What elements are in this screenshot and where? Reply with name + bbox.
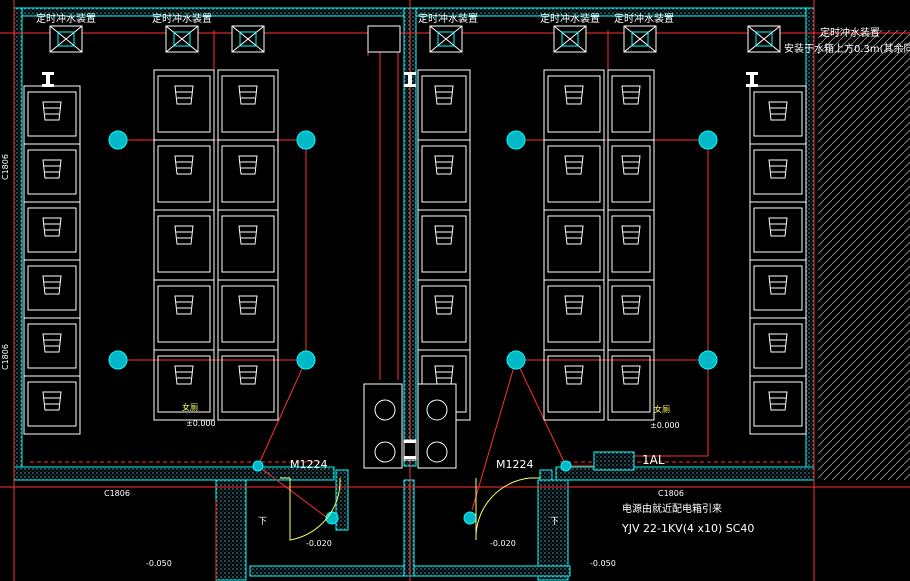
label-flush-device: 定时冲水装置 bbox=[36, 12, 96, 25]
label-elevation: -0.050 bbox=[146, 559, 172, 568]
switch bbox=[252, 460, 264, 472]
annotations: 定时冲水装置 定时冲水装置 定时冲水装置 定时冲水装置 定时冲水装置 定时冲水装… bbox=[1, 12, 910, 568]
lamp bbox=[108, 350, 128, 370]
stall-column bbox=[543, 69, 605, 421]
stall-column bbox=[23, 85, 81, 435]
toilet-stall bbox=[154, 209, 214, 273]
toilet-stall bbox=[608, 349, 654, 413]
flush-tank bbox=[165, 25, 199, 53]
switch bbox=[560, 460, 572, 472]
toilet-stall bbox=[218, 139, 278, 203]
toilet-stall bbox=[418, 69, 470, 133]
label-elevation: ±0.000 bbox=[650, 421, 680, 430]
label-room: 女厕 bbox=[182, 402, 198, 412]
toilet-stall bbox=[24, 85, 80, 137]
washbasins bbox=[363, 383, 457, 469]
label-flush-device: 定时冲水装置 bbox=[820, 26, 880, 39]
flush-tank bbox=[623, 25, 657, 53]
label-elevation: -0.020 bbox=[306, 539, 332, 548]
flush-tank bbox=[553, 25, 587, 53]
walls bbox=[13, 7, 815, 581]
toilet-stall bbox=[544, 349, 604, 413]
lamp bbox=[506, 350, 526, 370]
toilet-stall bbox=[750, 85, 806, 137]
toilet-stalls bbox=[23, 69, 807, 435]
toilet-stall bbox=[154, 279, 214, 343]
toilet-stall bbox=[218, 279, 278, 343]
lamp bbox=[506, 130, 526, 150]
label-elevation: ±0.000 bbox=[186, 419, 216, 428]
lamp bbox=[108, 130, 128, 150]
label-elevation: -0.050 bbox=[590, 559, 616, 568]
label-window: C1806 bbox=[104, 489, 130, 498]
label-stair: 下 bbox=[550, 517, 559, 527]
toilet-stall bbox=[750, 259, 806, 311]
toilet-stall bbox=[608, 279, 654, 343]
distribution-panel bbox=[593, 451, 635, 471]
stall-column bbox=[217, 69, 279, 421]
toilet-stall bbox=[218, 69, 278, 133]
flush-tank bbox=[231, 25, 265, 53]
label-install-note: 安装于水箱上方0.3m(其余同) bbox=[784, 42, 910, 55]
toilet-stall bbox=[24, 201, 80, 253]
flush-tank bbox=[49, 25, 83, 53]
label-window-side: C1806 bbox=[1, 154, 10, 180]
lamp bbox=[698, 350, 718, 370]
toilet-stall bbox=[24, 317, 80, 369]
label-window: C1806 bbox=[658, 489, 684, 498]
toilet-stall bbox=[154, 69, 214, 133]
adjacent-area-hatch bbox=[818, 30, 910, 480]
toilet-stall bbox=[544, 279, 604, 343]
stall-column bbox=[417, 69, 471, 421]
label-flush-device: 定时冲水装置 bbox=[614, 12, 674, 25]
toilet-stall bbox=[24, 375, 80, 427]
column-markers bbox=[42, 72, 758, 459]
toilet-stall bbox=[418, 279, 470, 343]
doors bbox=[280, 477, 540, 541]
toilet-stall bbox=[544, 69, 604, 133]
toilet-stall bbox=[750, 201, 806, 253]
lamp bbox=[296, 130, 316, 150]
toilet-stall bbox=[418, 209, 470, 273]
toilet-stall bbox=[218, 209, 278, 273]
label-window-side: C1806 bbox=[1, 344, 10, 370]
flush-tank bbox=[747, 25, 781, 53]
label-power-note: 电源由就近配电箱引来 bbox=[622, 502, 722, 515]
toilet-stall bbox=[750, 143, 806, 195]
label-flush-device: 定时冲水装置 bbox=[152, 12, 212, 25]
flush-tank bbox=[429, 25, 463, 53]
toilet-stall bbox=[750, 317, 806, 369]
stall-column bbox=[153, 69, 215, 421]
stall-column bbox=[749, 85, 807, 435]
lamp bbox=[698, 130, 718, 150]
toilet-stall bbox=[544, 139, 604, 203]
label-door: M1224 bbox=[290, 458, 328, 471]
toilet-stall bbox=[544, 209, 604, 273]
label-cable-spec: YJV 22-1KV(4 x10) SC40 bbox=[621, 522, 754, 535]
flush-tanks bbox=[49, 25, 781, 53]
label-flush-device: 定时冲水装置 bbox=[540, 12, 600, 25]
label-flush-device: 定时冲水装置 bbox=[418, 12, 478, 25]
toilet-stall bbox=[24, 143, 80, 195]
label-panel: 1AL bbox=[642, 453, 665, 467]
toilet-stall bbox=[154, 139, 214, 203]
toilet-stall bbox=[608, 209, 654, 273]
label-stair: 下 bbox=[258, 517, 267, 527]
lamp bbox=[296, 350, 316, 370]
flush-tank bbox=[367, 25, 401, 53]
toilet-stall bbox=[418, 139, 470, 203]
label-room: 女厕 bbox=[654, 404, 670, 414]
toilet-stall bbox=[608, 139, 654, 203]
toilet-stall bbox=[608, 69, 654, 133]
stall-column bbox=[607, 69, 655, 421]
toilet-stall bbox=[750, 375, 806, 427]
toilet-stall bbox=[218, 349, 278, 413]
toilet-stall bbox=[24, 259, 80, 311]
entry-lamp bbox=[463, 511, 477, 525]
label-elevation: -0.020 bbox=[490, 539, 516, 548]
label-door: M1224 bbox=[496, 458, 534, 471]
toilet-stall bbox=[154, 349, 214, 413]
